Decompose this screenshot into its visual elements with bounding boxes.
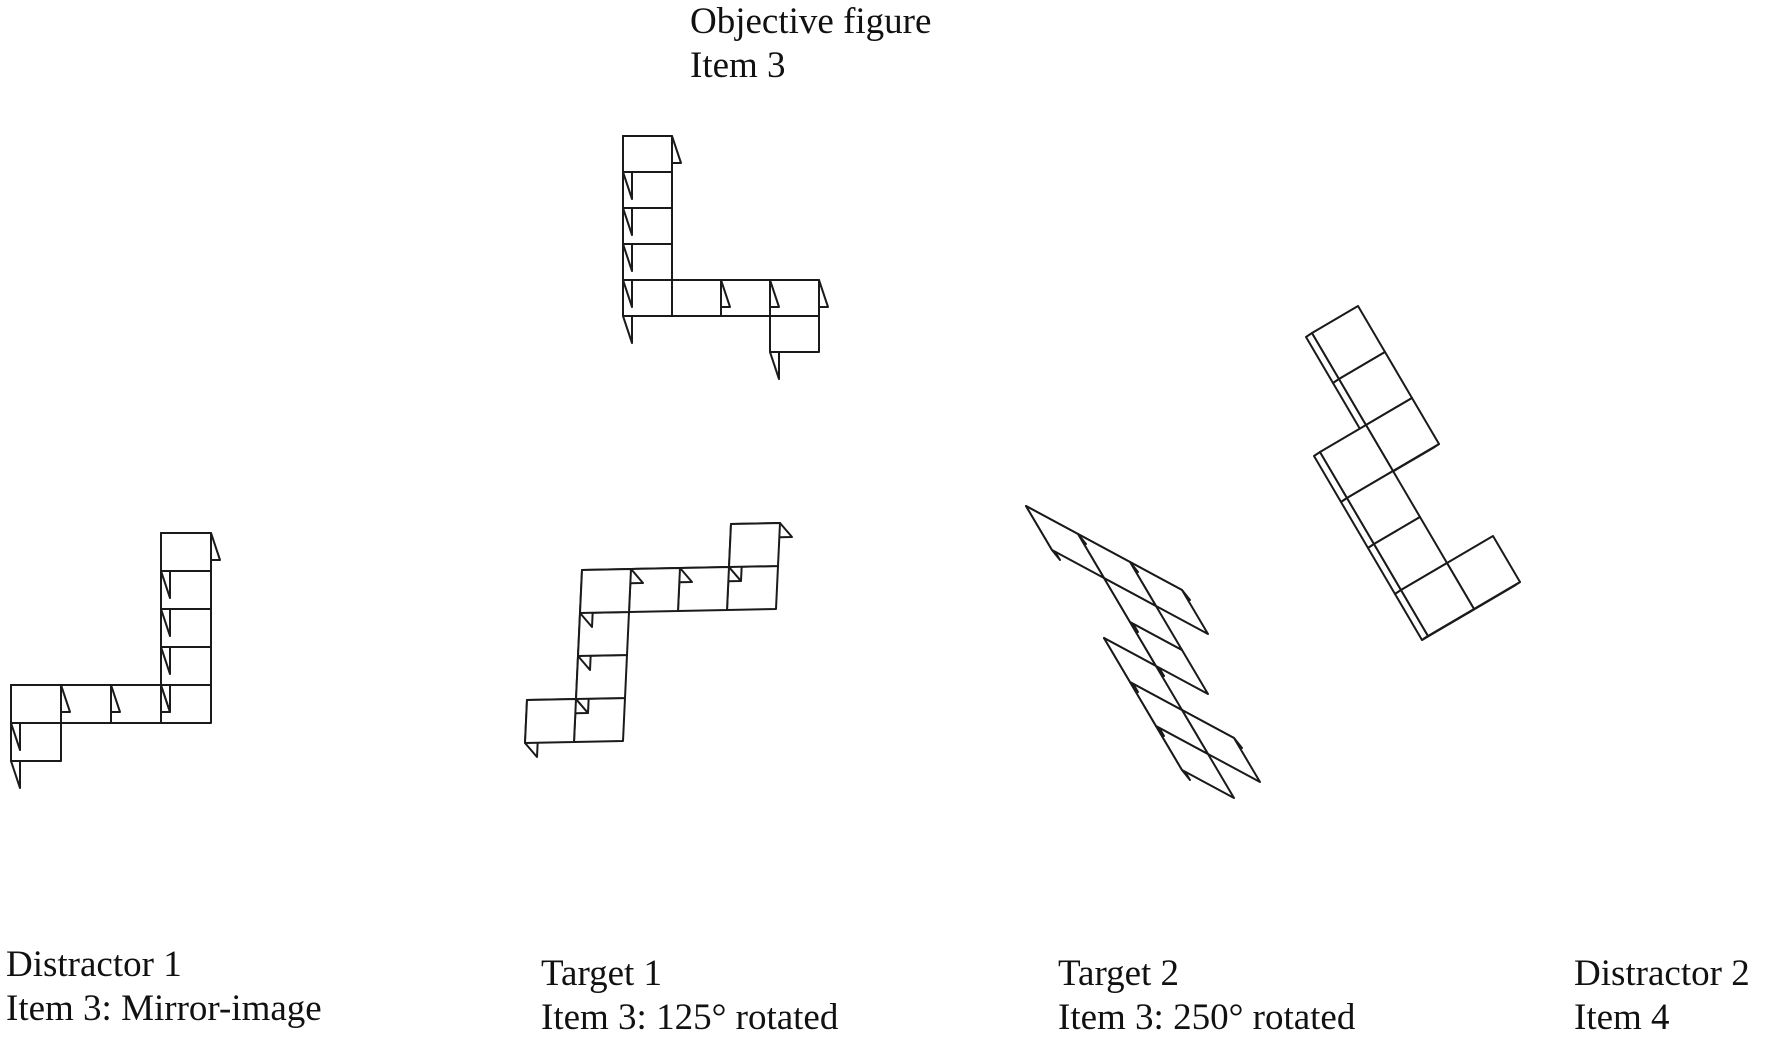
distractor-1-caption: Distractor 1 Item 3: Mirror-image bbox=[6, 943, 322, 1031]
cube-front-face bbox=[728, 522, 781, 568]
target-1-figure bbox=[524, 522, 793, 758]
distractor-1-title: Distractor 1 bbox=[6, 944, 182, 985]
cube-front-face bbox=[769, 279, 820, 317]
target-1-item: Item 3: 125° rotated bbox=[541, 997, 839, 1038]
target-2-item: Item 3: 250° rotated bbox=[1058, 997, 1356, 1038]
cube-front-face bbox=[769, 315, 820, 353]
cube-front-face bbox=[524, 698, 577, 744]
target-1-title: Target 1 bbox=[541, 953, 663, 994]
target-2-title: Target 2 bbox=[1058, 953, 1180, 994]
cube-front-face bbox=[60, 684, 112, 724]
distractor-2-caption: Distractor 2 Item 4 bbox=[1574, 952, 1750, 1040]
target-2-figure bbox=[1025, 505, 1261, 799]
cube-front-face bbox=[160, 532, 212, 572]
objective-item: Item 3 bbox=[690, 45, 786, 86]
objective-title: Objective figure bbox=[690, 1, 932, 42]
distractor-2-title: Distractor 2 bbox=[1574, 953, 1750, 994]
cube-front-face bbox=[1025, 505, 1105, 579]
cube-front-face bbox=[579, 568, 632, 614]
cube-front-face bbox=[110, 684, 162, 724]
distractor-1-figure bbox=[10, 532, 221, 789]
objective-figure-caption: Objective figure Item 3 bbox=[690, 0, 931, 88]
cube-front-face bbox=[671, 279, 722, 317]
distractor-2-figure bbox=[1305, 305, 1521, 641]
cube-front-face bbox=[622, 135, 673, 173]
target-1-caption: Target 1 Item 3: 125° rotated bbox=[541, 952, 838, 1040]
cube-front-face bbox=[720, 279, 771, 317]
cube-front-face bbox=[10, 684, 62, 724]
objective-figure bbox=[622, 135, 829, 380]
cube-front-face bbox=[1400, 562, 1475, 637]
target-2-caption: Target 2 Item 3: 250° rotated bbox=[1058, 952, 1355, 1040]
distractor-1-item: Item 3: Mirror-image bbox=[6, 988, 322, 1029]
distractor-2-item: Item 4 bbox=[1574, 997, 1670, 1038]
